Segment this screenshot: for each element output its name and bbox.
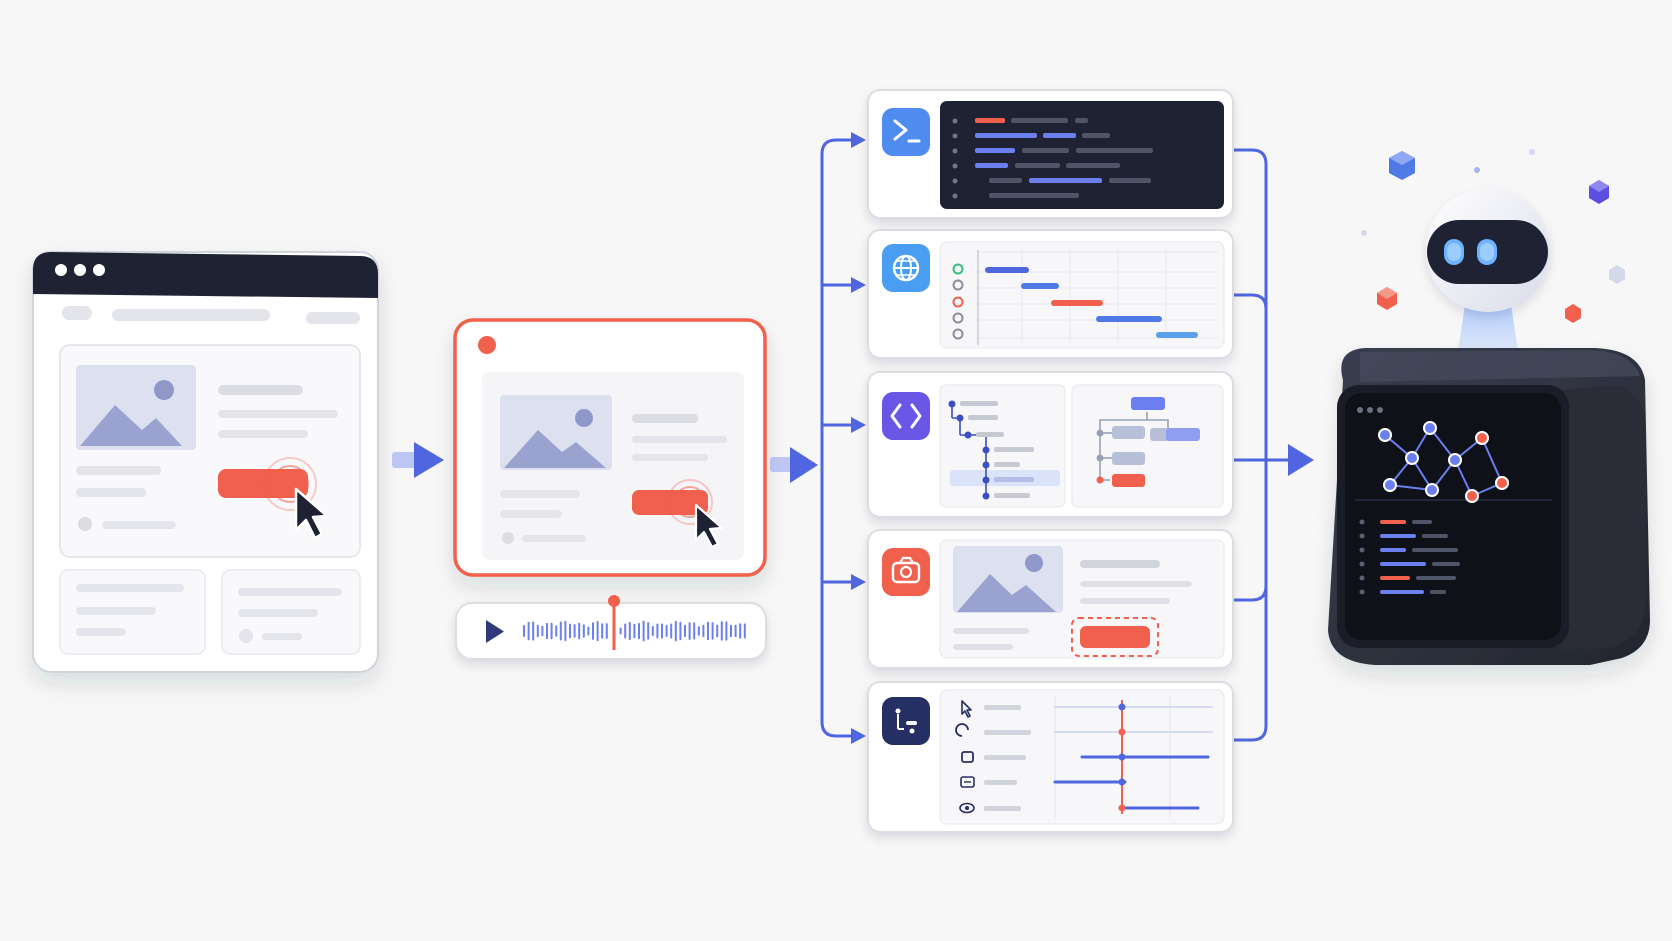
screenshot-card [867,529,1234,669]
waveform-bar [624,623,627,639]
waveform-bar [628,621,631,641]
waveform-bar [523,625,525,637]
source-webpage [32,251,379,673]
target-button [218,469,308,498]
robot-icon [1426,188,1550,312]
waveform-bar [587,626,590,636]
waveform-bar [578,622,581,640]
web-timeline-card [867,229,1234,359]
eye-icon [959,802,975,814]
audio-waveform-icon [523,620,746,642]
waveform-bar [697,626,700,636]
waveform-bar [546,622,548,640]
waveform-bar [592,622,594,640]
waveform-bar [661,623,663,639]
waveform-bar [665,625,668,637]
flow-arrow [770,447,818,483]
waveform-bar [559,621,562,641]
waveform-bar [656,623,659,639]
waveform-bar [619,627,622,635]
graph-network-icon [1378,421,1509,503]
waveform-bar [716,624,719,638]
waveform-bar [638,622,640,640]
action-trace-card [867,681,1234,833]
waveform-bar [674,620,677,642]
waveform-bar [651,625,654,637]
waveform-bar [573,624,576,638]
waveform-bar [711,622,714,640]
waveform-bar [679,621,682,641]
waveform-bar [582,624,585,638]
action-list-icon [882,697,930,745]
terminal-card [867,89,1234,219]
waveform-bar [569,623,571,639]
branch-connectors [820,138,1292,742]
waveform-bar [725,621,728,641]
waveform-bar [536,624,539,638]
waveform-bar [555,625,558,637]
waveform-bar [730,624,732,638]
waveform-bar [596,620,599,642]
floating-cube-icon [1389,151,1415,180]
waveform-bar [633,623,636,639]
play-icon [486,620,504,643]
ai-agent [1328,149,1650,665]
waveform-bar [707,621,709,641]
branch-arrowheads [851,132,1314,744]
cursor-icon [294,487,329,540]
waveform-bar [688,622,691,640]
waveform-bar [532,621,535,641]
waveform-bar [734,624,737,638]
cursor-icon [694,503,724,549]
window-dot-icon [55,264,67,276]
waveform-bar [601,623,604,639]
waveform-bar [720,621,723,641]
flow-arrow [392,442,444,478]
waveform-bar [527,621,530,641]
code-brackets-icon [882,392,930,440]
waveform-bar [564,620,567,642]
waveform-bar [702,624,705,638]
device-icon [1328,348,1650,665]
waveform-bar [684,624,686,638]
touch-icon [955,723,969,737]
form-icon [960,776,975,788]
code-structure-card [867,371,1234,518]
waveform-bar [642,620,645,642]
waveform-bar [605,623,608,639]
camera-icon [882,548,930,596]
waveform-bar [541,625,544,637]
waveform-bar [670,623,673,639]
waveform-bar [743,623,746,639]
waveform-bar [647,622,650,640]
terminal-icon [882,108,930,156]
globe-icon [882,244,930,292]
waveform-bar [693,622,696,640]
image-placeholder-icon [76,365,196,450]
record-dot-icon [478,336,496,354]
waveform-bar [550,622,553,640]
window-icon [961,751,974,763]
recorded-interaction [453,318,767,660]
cursor-icon [961,700,972,718]
waveform-bar [739,623,742,639]
